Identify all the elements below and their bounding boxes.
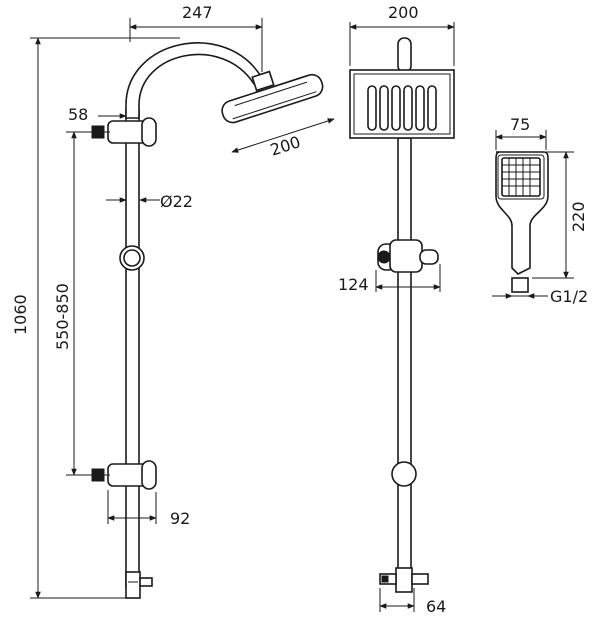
side-view-dimensions: 247 200 58 Ø22 1060 550-850 92 [11, 3, 335, 599]
dim-total-height: 1060 [11, 294, 30, 335]
top-wall-bracket [91, 117, 157, 147]
side-view [91, 42, 324, 599]
hand-shower-dimensions: 75 220 G1/2 [492, 115, 588, 306]
front-slider-holder [377, 239, 439, 273]
bottom-wall-bracket [91, 460, 157, 490]
dim-height-adjust: 550-850 [53, 283, 72, 350]
dim-wall-offset: 58 [68, 105, 88, 124]
dim-head-diameter-side: 200 [268, 132, 303, 160]
dim-slider-width: 124 [338, 275, 369, 294]
rain-shower-head [221, 73, 324, 124]
front-view [349, 37, 455, 593]
hand-shower-spray-face [501, 157, 541, 197]
riser-pipe [125, 109, 140, 589]
front-diverter [379, 567, 429, 593]
dim-pipe-diameter: Ø22 [160, 192, 193, 211]
dim-bracket-depth: 92 [170, 509, 190, 528]
square-shower-head [349, 69, 455, 139]
dim-handshower-width: 75 [510, 115, 530, 134]
dim-head-width-front: 200 [388, 3, 419, 22]
front-lower-slider [391, 461, 417, 487]
front-view-dimensions: 200 124 64 [338, 3, 455, 616]
side-diverter [125, 571, 153, 599]
dim-diverter-width: 64 [426, 597, 446, 616]
front-riser-pipe [397, 137, 412, 579]
side-slider [119, 245, 145, 271]
head-connector [251, 70, 275, 92]
dim-handshower-length: 220 [569, 201, 588, 232]
hand-shower-view [495, 151, 549, 293]
dim-thread: G1/2 [550, 287, 588, 306]
dim-arm-reach: 247 [182, 3, 213, 22]
